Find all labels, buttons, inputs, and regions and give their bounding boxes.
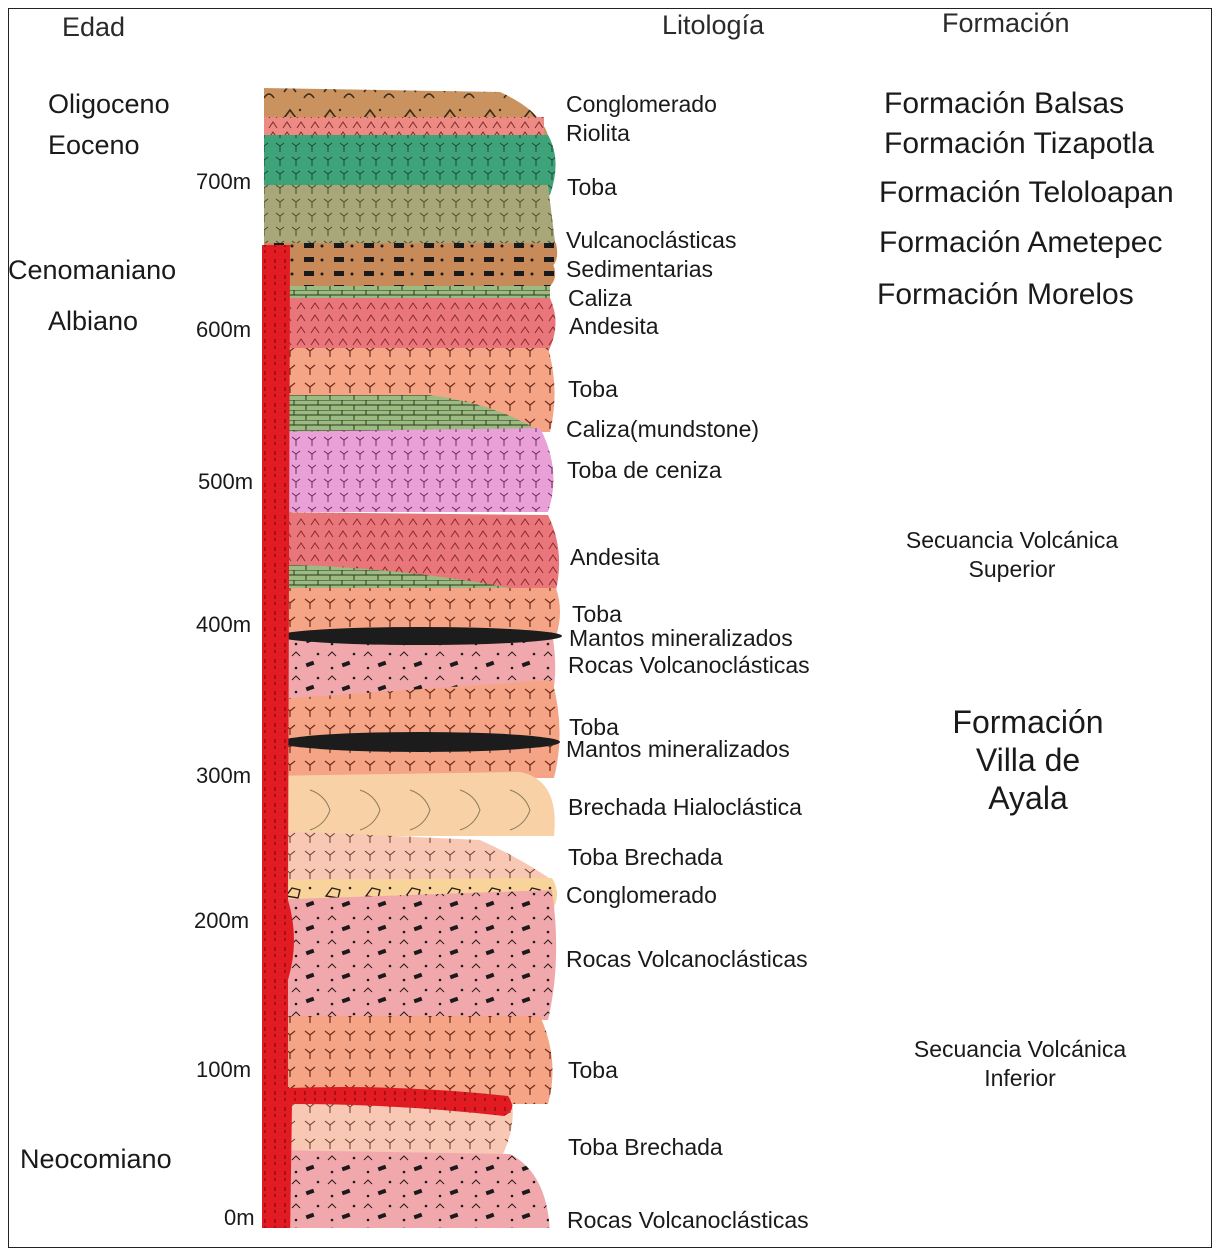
layer-rocas-volcanoclasticas-mid — [264, 890, 556, 1020]
layer-caliza — [264, 286, 550, 300]
layer-rocas-volcanoclasticas-lower — [264, 1150, 550, 1228]
formation-label: Formación Morelos — [877, 280, 1134, 310]
depth-label: 500m — [198, 471, 253, 493]
lithology-label: Conglomerado — [566, 884, 717, 907]
sequence-upper-line2: Superior — [892, 558, 1132, 581]
header-lithology: Litología — [662, 12, 764, 39]
lithology-label: Toba — [572, 603, 622, 626]
header-formation: Formación — [942, 10, 1070, 37]
lithology-label: Andesita — [570, 546, 660, 569]
layer-andesita-upper — [264, 298, 556, 352]
age-label: Oligoceno — [48, 91, 170, 118]
lithology-label: Caliza(mundstone) — [566, 418, 759, 441]
layer-toba-brechada-upper — [264, 830, 552, 884]
depth-label: 700m — [196, 171, 251, 193]
layer-toba-olive — [264, 185, 556, 250]
lithology-label: Toba — [567, 176, 617, 199]
villa-de-ayala-line2: Villa de — [908, 744, 1148, 776]
lithology-label: Toba de ceniza — [567, 459, 722, 482]
formation-label: Formación Ametepec — [879, 228, 1162, 258]
lithology-label: Toba — [568, 1059, 618, 1082]
sequence-upper-line1: Secuancia Volcánica — [892, 529, 1132, 552]
layer-sedimentarias — [264, 262, 555, 288]
lithology-label: Sedimentarias — [566, 258, 713, 281]
header-age: Edad — [62, 14, 125, 41]
lithology-label: Rocas Volcanoclásticas — [568, 654, 810, 677]
lithology-label: Brechada Hialoclástica — [568, 796, 802, 819]
age-label: Albiano — [48, 308, 138, 335]
lithology-label: Rocas Volcanoclásticas — [567, 1209, 809, 1232]
sequence-lower-line1: Secuancia Volcánica — [900, 1038, 1140, 1061]
lithology-label: Conglomerado — [566, 93, 717, 116]
formation-label: Formación Teloloapan — [879, 178, 1174, 208]
lithology-label: Vulcanoclásticas — [566, 229, 736, 252]
lithology-label: Mantos mineralizados — [566, 738, 790, 761]
depth-label: 300m — [196, 765, 251, 787]
depth-label: 600m — [196, 319, 251, 341]
villa-de-ayala-line1: Formación — [908, 706, 1148, 738]
lithology-label: Caliza — [568, 287, 632, 310]
lithology-label: Rocas Volcanoclásticas — [566, 948, 808, 971]
lithology-label: Riolita — [566, 122, 630, 145]
layer-brechada-hialoclastica — [264, 772, 555, 836]
depth-label: 0m — [224, 1207, 255, 1229]
lithology-label: Toba Brechada — [568, 1136, 723, 1159]
ore-lens-lower — [280, 732, 560, 752]
age-label: Eoceno — [48, 132, 140, 159]
formation-label: Formación Balsas — [884, 89, 1124, 119]
villa-de-ayala-line3: Ayala — [908, 782, 1148, 814]
depth-label: 100m — [196, 1059, 251, 1081]
lithology-label: Toba Brechada — [568, 846, 723, 869]
lithology-label: Toba — [568, 378, 618, 401]
depth-label: 200m — [194, 910, 249, 932]
sequence-lower-line2: Inferior — [900, 1067, 1140, 1090]
lithology-label: Mantos mineralizados — [569, 627, 793, 650]
formation-label: Formación Tizapotla — [884, 129, 1154, 159]
depth-label: 400m — [196, 614, 251, 636]
layer-riolita — [264, 117, 544, 137]
layer-toba-ceniza — [264, 428, 553, 512]
ore-lens-upper — [278, 627, 562, 645]
age-label: Cenomaniano — [8, 257, 176, 284]
age-label: Neocomiano — [20, 1146, 172, 1173]
lithology-label: Andesita — [569, 315, 659, 338]
